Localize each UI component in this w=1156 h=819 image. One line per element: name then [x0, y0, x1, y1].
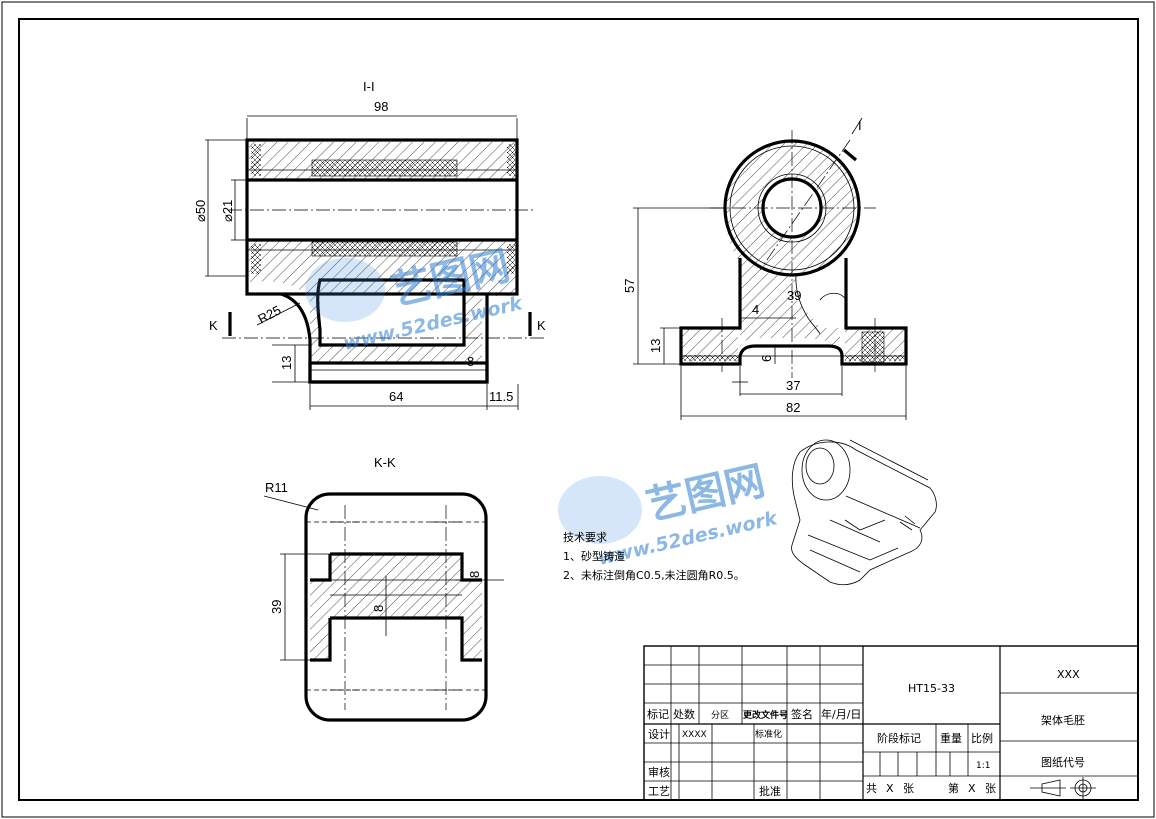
- dim-39a: 39: [787, 288, 801, 303]
- view-label-ii: I-I: [363, 79, 375, 94]
- tb-gongyi: 工艺: [648, 785, 670, 798]
- tb-qianming: 签名: [791, 707, 813, 721]
- view-label-kk: K-K: [374, 455, 396, 470]
- dim-37: 37: [786, 378, 800, 393]
- dim-57: 57: [622, 279, 637, 293]
- cut-mark-i: I: [858, 118, 862, 133]
- section-view-kk: K-K R11 39 8 8: [263, 455, 504, 722]
- dim-98: 98: [374, 99, 388, 114]
- tb-shenhe: 审核: [648, 765, 670, 779]
- tb-scale: 1:1: [976, 761, 990, 771]
- tech-req-title: 技术要求: [563, 531, 607, 544]
- dim-r11: R11: [265, 480, 288, 495]
- tech-req-item-2: 2、未标注倒角C0.5,未注圆角R0.5。: [563, 568, 745, 582]
- tb-sheji: 设计: [648, 728, 670, 741]
- tb-x2: X: [968, 782, 976, 795]
- dim-8a: 8: [467, 354, 474, 369]
- tb-material: HT15-33: [908, 682, 955, 695]
- side-view: I 57 13 4 39 6 37 82: [622, 117, 908, 420]
- projection-symbol-icon: [1030, 777, 1096, 799]
- tb-bili: 比例: [971, 731, 993, 745]
- tb-drawing-no: 图纸代号: [1041, 756, 1085, 769]
- dim-64: 64: [389, 389, 403, 404]
- tb-chushu: 处数: [673, 708, 695, 721]
- tb-di: 第: [948, 781, 959, 795]
- dim-13b: 13: [648, 339, 663, 353]
- inner-border: [18, 18, 1139, 801]
- tb-zhang2: 张: [985, 782, 996, 795]
- cut-mark-k-left: K: [209, 318, 218, 333]
- dim-13a: 13: [279, 356, 294, 370]
- dim-4: 4: [752, 302, 759, 317]
- tb-zhang1: 张: [903, 782, 914, 795]
- dim-82: 82: [786, 400, 800, 415]
- tb-jieduan: 阶段标记: [877, 731, 921, 745]
- tb-gengaiwenjian: 更改文件号: [743, 709, 788, 721]
- tb-zhongliang: 重量: [940, 731, 962, 745]
- dim-39b: 39: [269, 600, 284, 614]
- dim-6: 6: [759, 355, 774, 362]
- tb-part-name: 架体毛胚: [1041, 713, 1085, 727]
- dim-r25: R25: [255, 302, 283, 326]
- dim-11-5: 11.5: [489, 389, 513, 404]
- tb-gong: 共: [866, 782, 877, 795]
- title-block: 标记 处数 分区 更改文件号 签名 年/月/日 设计 XXXX 标准化 审核 工…: [643, 645, 1139, 801]
- tb-x1: X: [886, 782, 894, 795]
- dim-8b: 8: [371, 605, 386, 612]
- tb-nianyueri: 年/月/日: [821, 707, 861, 721]
- isometric-view: [791, 439, 937, 586]
- cut-mark-k-right: K: [537, 318, 546, 333]
- dim-8c: 8: [467, 571, 482, 578]
- tb-biaoji: 标记: [647, 707, 669, 721]
- tb-company: XXX: [1057, 668, 1080, 681]
- tb-biaozhunhua: 标准化: [755, 728, 782, 740]
- dim-d21: ⌀21: [220, 200, 235, 222]
- section-view-ii: I-I 98 ⌀50: [193, 79, 546, 410]
- tb-pizhun: 批准: [759, 784, 781, 798]
- technical-requirements: 技术要求 1、砂型铸造 2、未标注倒角C0.5,未注圆角R0.5。: [563, 531, 745, 582]
- tb-sheji-name: XXXX: [682, 730, 707, 740]
- tb-fenqu: 分区: [711, 710, 729, 721]
- tech-req-item-1: 1、砂型铸造: [563, 549, 625, 563]
- dim-d50: ⌀50: [193, 200, 208, 222]
